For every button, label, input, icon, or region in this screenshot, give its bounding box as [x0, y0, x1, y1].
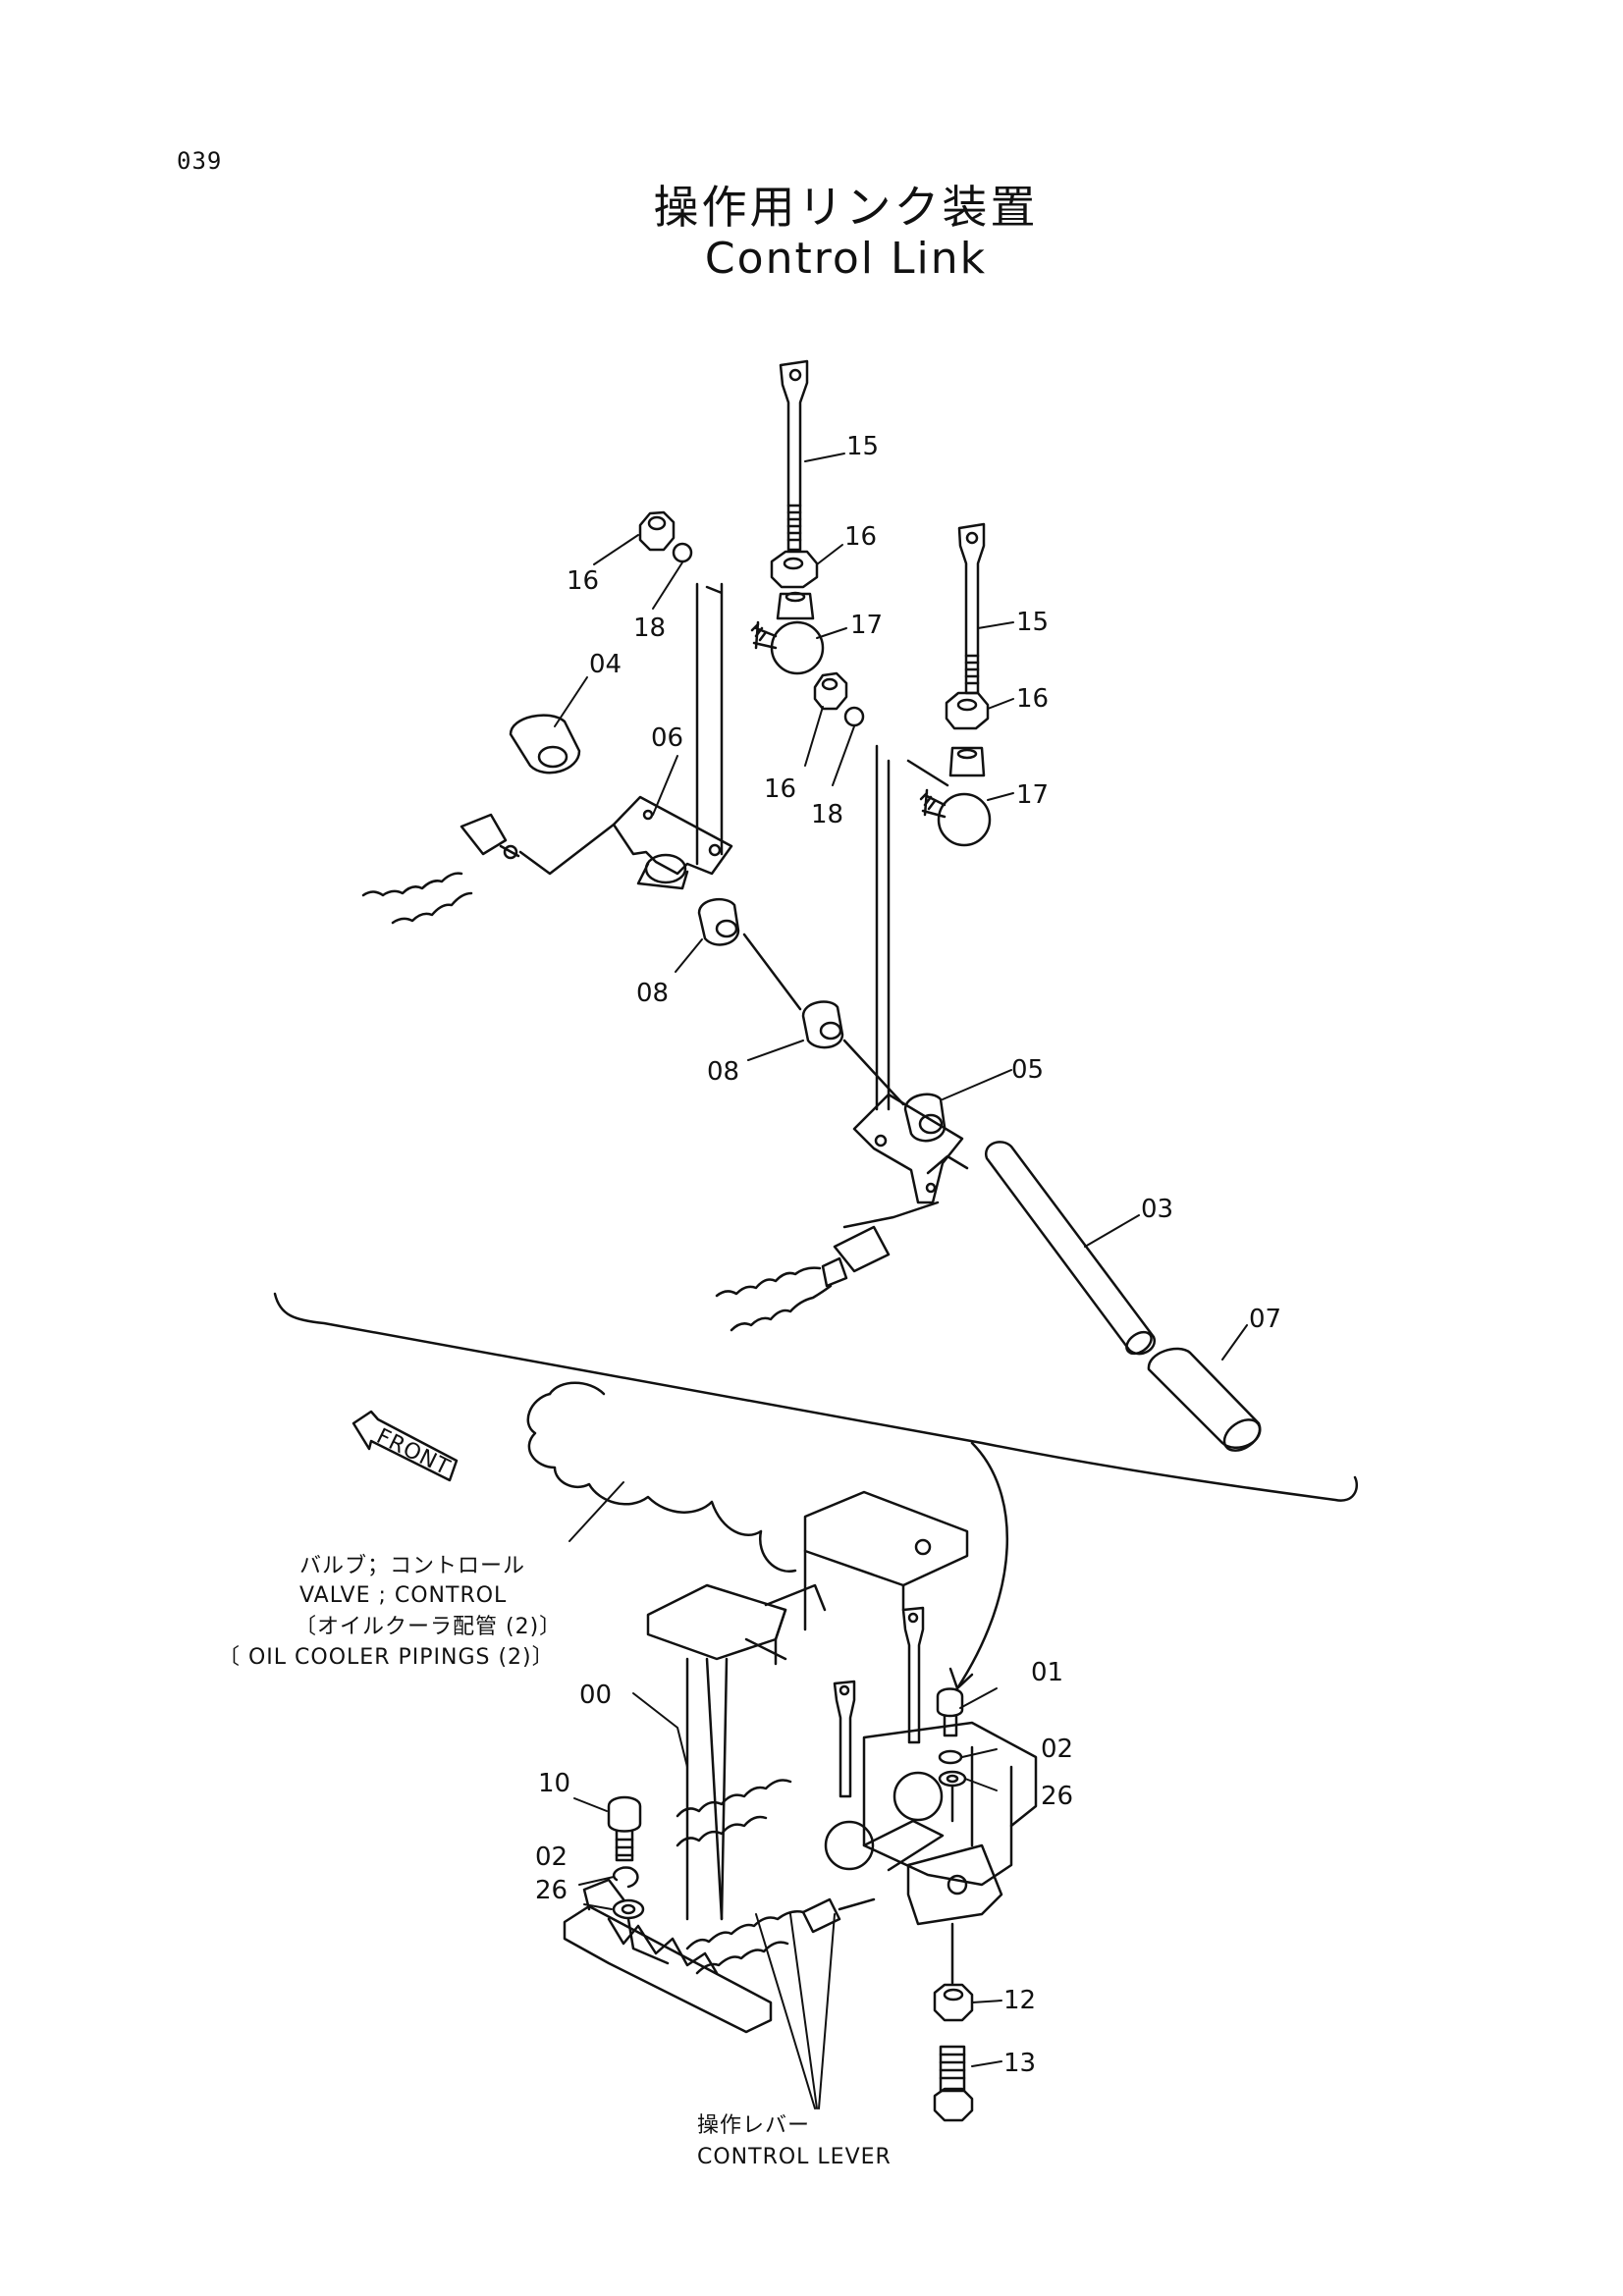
centerline-shaft [742, 933, 802, 1011]
shaft-03 [984, 1141, 1157, 1356]
lower-rods [824, 1606, 945, 1872]
nut-16-center [770, 550, 819, 589]
boss-under-06 [636, 853, 689, 890]
ball-joint-17-left [750, 591, 825, 675]
nut-12 [933, 1983, 974, 2022]
label-26a: 26 [1041, 1782, 1073, 1811]
label-16b: 16 [844, 522, 877, 552]
washer-02-right [938, 1749, 963, 1765]
bolt-axis-left [626, 1917, 670, 1965]
label-02a: 02 [1041, 1735, 1073, 1764]
centerline-shaft-2 [842, 1039, 905, 1106]
bolt-10 [607, 1795, 642, 1862]
bracket-05 [852, 1093, 969, 1204]
mount-bracket [862, 1721, 1038, 1926]
rod-end-left [361, 813, 616, 925]
link-vertical [875, 744, 891, 1111]
leader-lines [554, 453, 1248, 2109]
valve-callout-piping-jp: 〔オイルクーラ配管 (2)〕 [295, 1615, 562, 1639]
lever-callout-en: CONTROL LEVER [697, 2145, 892, 2169]
label-16a: 16 [567, 566, 599, 596]
label-02b: 02 [535, 1842, 568, 1872]
label-15b: 15 [1016, 608, 1049, 637]
label-16d: 16 [1016, 684, 1049, 714]
label-17b: 17 [1016, 780, 1049, 810]
rod-15-right [957, 522, 986, 695]
washer-02-left [612, 1866, 639, 1889]
label-07: 07 [1249, 1305, 1281, 1334]
valve-callout-piping-en: 〔 OIL COOLER PIPINGS (2)〕 [218, 1645, 555, 1670]
boss-05 [903, 1093, 947, 1143]
label-04: 04 [589, 650, 622, 679]
link-diag [906, 759, 949, 787]
label-18b: 18 [811, 800, 843, 829]
label-12: 12 [1003, 1986, 1036, 2015]
rod-end-lower [715, 1201, 940, 1332]
label-26b: 26 [535, 1876, 568, 1905]
front-label: FRONT [372, 1424, 454, 1481]
front-arrow-icon [352, 1410, 459, 1482]
bolt-01 [936, 1687, 964, 1737]
valve-callout-jp: バルブ；コントロール [299, 1554, 525, 1578]
valve-callout: バルブ；コントロール VALVE ; CONTROL 〔オイルクーラ配管 (2)… [218, 1554, 562, 1670]
rod-15-left [779, 359, 809, 552]
nut-16-mid [813, 671, 848, 711]
label-17a: 17 [850, 611, 883, 640]
title-english: Control Link [704, 234, 988, 284]
snap-ring-18-left [672, 542, 693, 563]
label-15a: 15 [846, 432, 879, 461]
lower-bellows [676, 1779, 876, 1975]
lever-stand-00 [646, 1490, 969, 1921]
section-boundary [273, 1292, 1359, 1502]
label-01: 01 [1031, 1658, 1063, 1687]
title-japanese: 操作用リンク装置 [653, 181, 1039, 234]
lever-callout-jp: 操作レバー [697, 2113, 810, 2138]
swing-arrow [955, 1441, 1008, 1690]
valve-callout-en: VALVE ; CONTROL [299, 1583, 507, 1608]
label-00: 00 [579, 1681, 612, 1710]
snap-ring-18-mid [843, 706, 865, 727]
label-18a: 18 [633, 614, 666, 643]
part-number-labels: 15 16 16 18 17 04 06 16 18 15 16 17 08 0… [535, 432, 1281, 2078]
label-05: 05 [1011, 1055, 1044, 1085]
sleeve-07 [1147, 1347, 1262, 1452]
washer-26-right [938, 1770, 967, 1788]
base-plate [563, 1878, 773, 2034]
label-03: 03 [1141, 1195, 1173, 1224]
washer-26-left [612, 1898, 645, 1920]
label-13: 13 [1003, 2049, 1036, 2078]
bolt-13 [933, 2045, 974, 2122]
bracket-06 [612, 582, 733, 876]
nut-16-top-left [638, 510, 676, 552]
label-06: 06 [651, 723, 683, 753]
lever-callout: 操作レバー CONTROL LEVER [697, 2113, 892, 2169]
valve-cloud-outline [526, 1392, 797, 1574]
swing-arrow-head [948, 1667, 974, 1690]
label-08a: 08 [636, 979, 669, 1008]
label-08b: 08 [707, 1057, 739, 1087]
label-10: 10 [538, 1769, 570, 1798]
page-number: 039 [177, 147, 223, 175]
bushing-08-upper [697, 897, 740, 946]
bushing-08-lower [801, 1000, 844, 1049]
boss-04 [509, 714, 581, 774]
valve-cloud-top [548, 1381, 606, 1396]
ball-joint-17-right [919, 746, 992, 847]
nut-16-right [945, 691, 990, 730]
label-16c: 16 [764, 774, 796, 804]
